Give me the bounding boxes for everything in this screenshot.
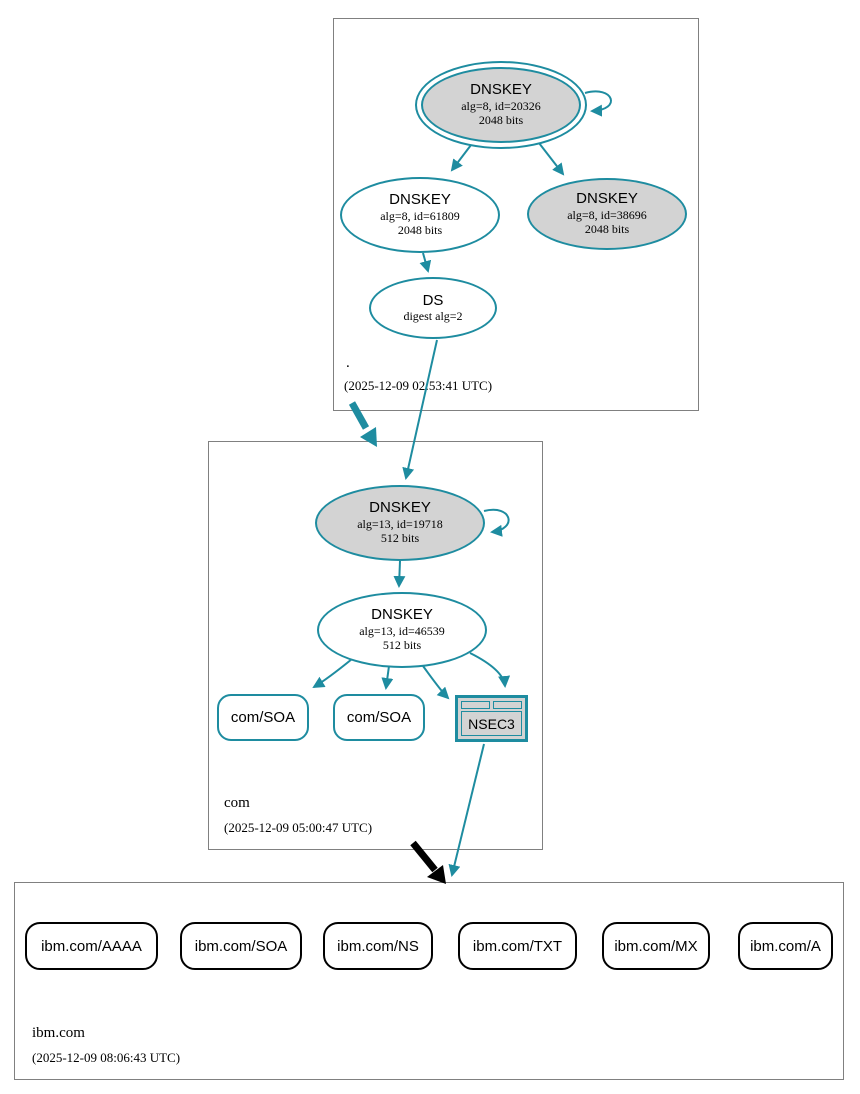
com-zsk-alg: alg=13, id=46539 — [359, 623, 445, 638]
root-zsk-bits: 2048 bits — [397, 223, 443, 238]
com-ksk-title: DNSKEY — [369, 499, 431, 517]
ds-digest: digest alg=2 — [403, 309, 463, 324]
zone-box-root — [333, 18, 699, 411]
rrset-ibm-com-aaaa-label: ibm.com/AAAA — [41, 937, 142, 955]
root-ksk-bits: 2048 bits — [478, 113, 524, 128]
ibm-zone-label: ibm.com — [32, 1025, 85, 1041]
rrset-ibm-com-ns-label: ibm.com/NS — [337, 937, 419, 955]
root-standby-bits: 2048 bits — [584, 222, 630, 237]
com-ksk-alg: alg=13, id=19718 — [357, 516, 443, 531]
rrset-ibm-com-txt-label: ibm.com/TXT — [472, 937, 563, 955]
ibm-zone-timestamp: (2025-12-09 08:06:43 UTC) — [32, 1050, 181, 1065]
ds-node[interactable]: DS digest alg=2 — [369, 277, 497, 339]
nsec3-header-cell-right — [493, 701, 522, 709]
rrset-ibm-com-a-label: ibm.com/A — [750, 937, 821, 955]
rrset-ibm-com-soa-label: ibm.com/SOA — [194, 937, 288, 955]
root-zone-timestamp: (2025-12-09 02:53:41 UTC) — [344, 378, 493, 393]
ds-title: DS — [422, 291, 444, 309]
root-ksk-alg: alg=8, id=20326 — [461, 98, 541, 113]
root-zsk-title: DNSKEY — [389, 191, 451, 209]
com-zsk-bits: 512 bits — [382, 638, 422, 653]
root-ksk-node[interactable]: DNSKEY alg=8, id=20326 2048 bits — [421, 67, 581, 143]
rrset-ibm-com-mx[interactable]: ibm.com/MX — [602, 922, 710, 970]
nsec3-node[interactable]: NSEC3 — [455, 695, 528, 742]
root-standby-title: DNSKEY — [576, 190, 638, 208]
nsec3-header-cell-left — [461, 701, 490, 709]
root-standby-alg: alg=8, id=38696 — [567, 207, 647, 222]
root-zsk-node[interactable]: DNSKEY alg=8, id=61809 2048 bits — [340, 177, 500, 253]
root-ksk-trust-anchor-ring[interactable]: DNSKEY alg=8, id=20326 2048 bits — [415, 61, 587, 149]
rrset-ibm-com-a[interactable]: ibm.com/A — [738, 922, 833, 970]
rrset-ibm-com-aaaa[interactable]: ibm.com/AAAA — [25, 922, 158, 970]
com-ksk-bits: 512 bits — [380, 531, 420, 546]
com-soa-node-1[interactable]: com/SOA — [217, 694, 309, 741]
root-standby-key-node[interactable]: DNSKEY alg=8, id=38696 2048 bits — [527, 178, 687, 250]
com-soa-1-label: com/SOA — [230, 709, 296, 726]
nsec3-label: NSEC3 — [461, 711, 522, 736]
com-zone-label: com — [224, 795, 250, 811]
root-zsk-alg: alg=8, id=61809 — [380, 208, 460, 223]
rrset-ibm-com-txt[interactable]: ibm.com/TXT — [458, 922, 577, 970]
root-ksk-title: DNSKEY — [470, 81, 532, 99]
rrset-ibm-com-soa[interactable]: ibm.com/SOA — [180, 922, 302, 970]
com-ksk-node[interactable]: DNSKEY alg=13, id=19718 512 bits — [315, 485, 485, 561]
com-zsk-node[interactable]: DNSKEY alg=13, id=46539 512 bits — [317, 592, 487, 668]
rrset-ibm-com-mx-label: ibm.com/MX — [614, 937, 698, 955]
com-soa-2-label: com/SOA — [346, 709, 412, 726]
com-zone-timestamp: (2025-12-09 05:00:47 UTC) — [224, 820, 373, 835]
com-soa-node-2[interactable]: com/SOA — [333, 694, 425, 741]
com-zsk-title: DNSKEY — [371, 606, 433, 624]
rrset-ibm-com-ns[interactable]: ibm.com/NS — [323, 922, 433, 970]
nsec3-header-row — [461, 701, 522, 709]
root-zone-label: . — [346, 355, 350, 371]
